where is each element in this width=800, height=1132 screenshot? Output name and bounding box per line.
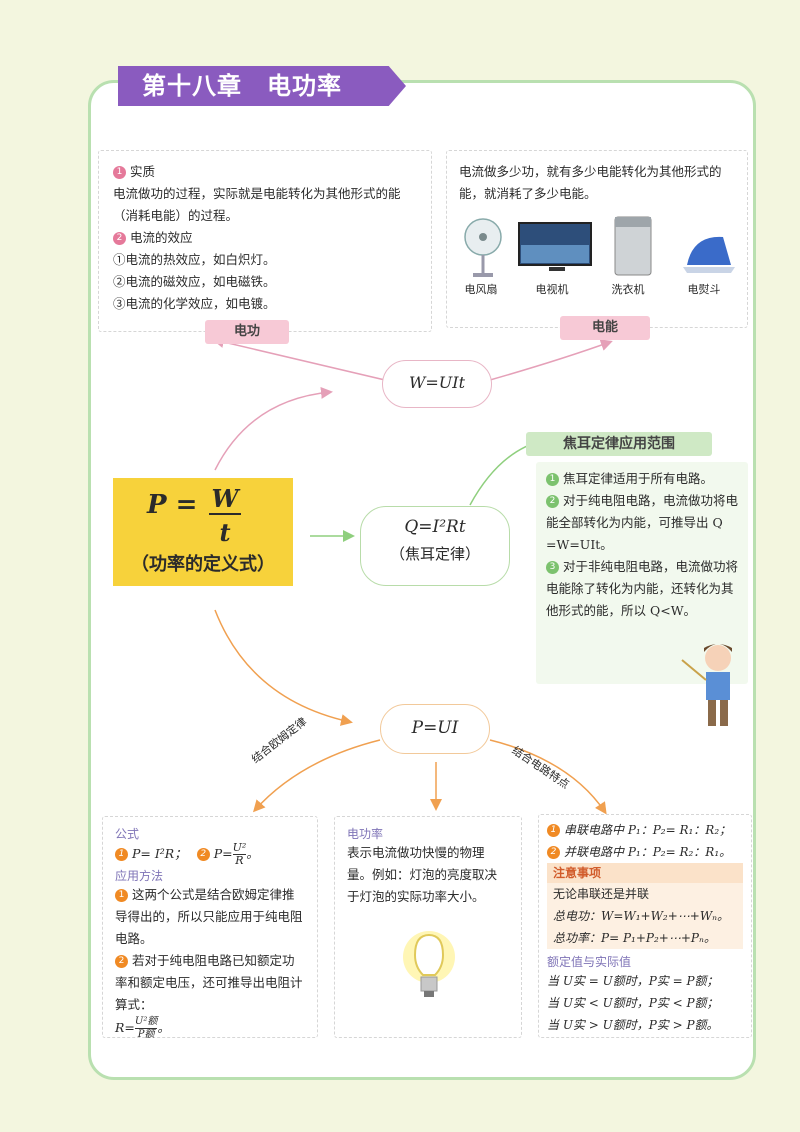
formula-u2r-tail: 。 — [246, 846, 259, 861]
label-iron: 电熨斗 — [687, 283, 721, 296]
joule-point-2: 对于纯电阻电路，电流做功将电能全部转化为内能，可推导出 Q =W=UIt。 — [546, 493, 739, 552]
tag-electric-energy: 电能 — [560, 316, 650, 340]
power-definition-label: （功率的定义式） — [131, 554, 275, 575]
power-meaning-box: 电功率 表示电流做功快慢的物理量。例如：灯泡的亮度取决于灯泡的实际功率大小。 — [334, 816, 522, 1038]
chapter-title: 第十八章 电功率 — [118, 66, 406, 106]
electric-energy-box: 电流做多少功，就有多少电能转化为其他形式的能，就消耗了多少电能。 电风扇 电视机… — [446, 150, 748, 328]
total-power-formula: 总功率：P= P₁+P₂+⋯+Pₙ。 — [553, 931, 716, 945]
resistance-numerator: U²额 — [134, 1016, 158, 1029]
label-washer: 洗衣机 — [611, 283, 645, 296]
joule-point-1: 焦耳定律适用于所有电路。 — [563, 471, 714, 486]
rated-heading: 额定值与实际值 — [547, 955, 632, 969]
appliance-illustrations — [464, 216, 735, 277]
attention-notes: 无论串联还是并联 总电功：W=W₁+W₂+⋯+Wₙ。 总功率：P= P₁+P₂+… — [547, 883, 743, 949]
iron-icon — [683, 236, 735, 273]
essence-heading: 实质 — [130, 164, 156, 179]
fan-icon — [464, 218, 502, 277]
essence-text: 电流做功的过程，实际就是电能转化为其他形式的能（消耗电能）的过程。 — [113, 186, 401, 223]
formula-p-ui: P=UI — [380, 704, 490, 754]
magnetic-effect: ②电流的磁效应，如电磁铁。 — [113, 274, 276, 289]
power-definition-lhs: P = — [147, 490, 198, 520]
label-tv: 电视机 — [535, 283, 569, 296]
formula-w-uit: W=UIt — [382, 360, 492, 408]
thermal-effect: ①电流的热效应，如白炽灯。 — [113, 252, 276, 267]
power-definition-denominator: t — [219, 518, 231, 547]
joule-law-bubble: Q=I²Rt （焦耳定律） — [360, 506, 510, 586]
energy-text: 电流做多少功，就有多少电能转化为其他形式的能，就消耗了多少电能。 — [459, 164, 722, 201]
resistance-tail: 。 — [157, 1020, 170, 1035]
washing-machine-icon — [614, 216, 652, 276]
joule-point-3: 对于非纯电阻电路，电流做功将电能除了转化为内能，还转化为其他形式的能，所以 Q<… — [546, 559, 739, 618]
power-definition-numerator: W — [209, 484, 241, 515]
formula-u2r-numerator: U² — [232, 841, 247, 855]
tv-icon — [518, 222, 592, 271]
resistance-denominator: P额 — [137, 1029, 155, 1040]
method-point-2: 若对于纯电阻电路已知额定功率和额定电压，还可推导出电阻计算式： — [115, 953, 303, 1012]
joule-law-label: （焦耳定律） — [389, 545, 480, 563]
power-text: 表示电流做功快慢的物理量。例如：灯泡的亮度取决于灯泡的实际功率大小。 — [347, 845, 498, 904]
tag-joule-scope: 焦耳定律应用范围 — [526, 432, 712, 456]
rated-case-less: 当 U实 < U额时，P实 < P额； — [547, 996, 719, 1010]
attention-heading: 注意事项 — [547, 863, 743, 883]
rated-case-greater: 当 U实 > U额时，P实 > P额。 — [547, 1018, 719, 1032]
method-heading: 应用方法 — [115, 869, 164, 883]
power-definition-box: P = W t （功率的定义式） — [113, 478, 293, 586]
light-bulb-icon — [403, 931, 455, 997]
total-work-formula: 总电功：W=W₁+W₂+⋯+Wₙ。 — [553, 909, 730, 923]
parallel-ratio: 并联电路中 P₁：P₂= R₂：R₁。 — [564, 845, 732, 859]
tag-electric-work: 电功 — [205, 320, 289, 344]
formula-heading: 公式 — [115, 827, 140, 841]
attention-note-1: 无论串联还是并联 — [553, 887, 650, 901]
label-fan: 电风扇 — [464, 283, 498, 296]
formula-q: Q=I²Rt — [404, 517, 466, 537]
formula-i2r: P= I²R； — [132, 846, 187, 861]
power-heading: 电功率 — [347, 827, 384, 841]
rated-case-equal: 当 U实 = U额时，P实 = P额； — [547, 974, 719, 988]
chemical-effect: ③电流的化学效应，如电镀。 — [113, 296, 276, 311]
series-ratio: 串联电路中 P₁：P₂= R₁：R₂； — [564, 823, 732, 837]
effects-heading: 电流的效应 — [130, 230, 193, 245]
formula-u2r-lhs: P= — [213, 846, 233, 861]
teacher-icon — [681, 644, 732, 726]
resistance-lhs: R= — [115, 1020, 135, 1035]
formula-u2r-denominator: R — [235, 854, 244, 867]
method-point-1: 这两个公式是结合欧姆定律推导得出的，所以只能应用于纯电阻电路。 — [115, 887, 303, 946]
